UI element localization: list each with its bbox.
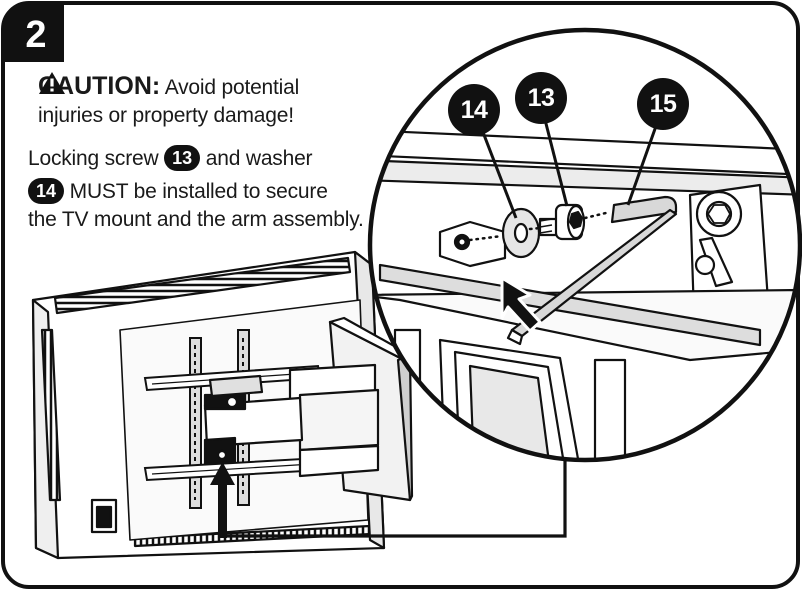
callout-hex-key: 15 (637, 78, 689, 130)
instruction-line-1: Locking screw 13 and washer (28, 144, 313, 174)
caution-text-2: injuries or property damage! (38, 104, 294, 127)
insert-arrow-icon (210, 462, 235, 538)
instruction-text-2: and washer (205, 147, 313, 170)
screw-ref-badge: 13 (164, 145, 201, 171)
warning-triangle-icon (39, 72, 65, 94)
step-number: 2 (25, 14, 47, 56)
arm-assembly (203, 316, 414, 502)
instruction-line-2: 14 MUST be installed to secure (28, 177, 328, 207)
detail-zoom-ring (367, 27, 802, 463)
washer-ref-badge: 14 (28, 178, 65, 204)
detail-connector (222, 425, 567, 538)
instruction-text-4: the TV mount and the arm assembly. (28, 208, 364, 231)
pointer-arrow-icon (500, 276, 542, 333)
step-tab (3, 3, 64, 62)
caution-line-1: CAUTION: Avoid potential (38, 71, 299, 103)
caution-text-1: Avoid potential (164, 76, 300, 99)
instruction-text-1: Locking screw (28, 147, 159, 170)
callout-screw: 13 (515, 72, 567, 124)
callout-washer: 14 (448, 84, 500, 136)
instruction-text-3: MUST be installed to secure (69, 180, 328, 203)
